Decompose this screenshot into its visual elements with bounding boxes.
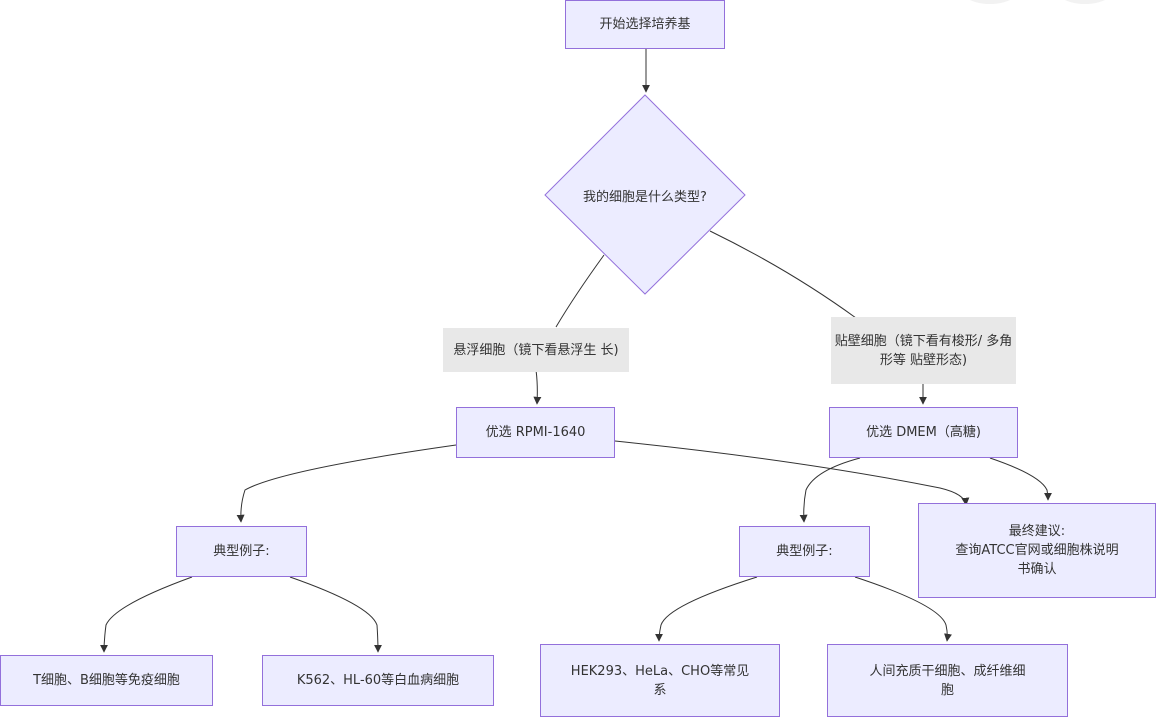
- final-advice-line3: 书确认: [1017, 562, 1057, 577]
- leaf-leukemia-label: K562、HL-60等白血病细胞: [296, 673, 460, 688]
- edge-label-suspension: 悬浮细胞（镜下看悬浮生 长): [443, 328, 629, 372]
- examples-right-node: 典型例子:: [739, 526, 870, 577]
- leaf-immune-label: T细胞、B细胞等免疫细胞: [33, 673, 180, 688]
- leaf-leukemia-node: K562、HL-60等白血病细胞: [262, 655, 494, 706]
- edge-label-adherent-line1: 贴壁细胞（镜下看有梭形/: [834, 333, 983, 349]
- edge-decision-dmem: [709, 230, 923, 404]
- start-label: 开始选择培养基: [599, 17, 691, 32]
- start-node: 开始选择培养基: [565, 0, 725, 49]
- dmem-node: 优选 DMEM（高糖): [829, 407, 1018, 458]
- edge-examples-mesen: [854, 576, 952, 642]
- corner-decoration: [955, 0, 1025, 4]
- edge-decision-rpmi: [536, 254, 605, 404]
- edge-dmem-examples: [799, 457, 861, 523]
- leaf-cell-lines-line1: HEK293、HeLa、CHO等常见: [570, 663, 750, 679]
- examples-right-label: 典型例子:: [776, 544, 833, 559]
- leaf-cell-lines-node: HEK293、HeLa、CHO等常见 系: [540, 644, 780, 717]
- edge-label-adherent-line2: 多角形等: [879, 333, 1013, 368]
- corner-decoration: [1050, 0, 1120, 4]
- edge-label-suspension-line2: 长): [600, 342, 619, 358]
- final-advice-line2: 查询ATCC官网或细胞株说明: [955, 543, 1119, 558]
- decision-label: 我的细胞是什么类型?: [583, 189, 707, 205]
- rpmi-node: 优选 RPMI-1640: [456, 407, 615, 458]
- examples-left-label: 典型例子:: [213, 544, 270, 559]
- edge-rpmi-final: [614, 440, 970, 506]
- decision-diamond: [544, 94, 746, 295]
- leaf-stem-cells-node: 人间充质干细胞、成纤维细 胞: [827, 644, 1068, 717]
- final-advice-node: 最终建议: 查询ATCC官网或细胞株说明 书确认: [918, 503, 1156, 598]
- leaf-stem-cells-line1: 人间充质干细胞、成纤维细: [869, 663, 1026, 679]
- edge-examples-tb: [100, 576, 193, 653]
- leaf-immune-node: T细胞、B细胞等免疫细胞: [0, 655, 213, 706]
- edge-label-suspension-line1: 悬浮细胞（镜下看悬浮生: [453, 342, 597, 358]
- leaf-stem-cells-line2: 胞: [940, 682, 954, 698]
- edge-label-adherent: 贴壁细胞（镜下看有梭形/ 多角形等 贴壁形态): [831, 317, 1016, 384]
- decision-node-label: 我的细胞是什么类型?: [545, 180, 745, 210]
- edge-examples-k562: [289, 576, 382, 653]
- edge-dmem-final: [989, 457, 1052, 501]
- edge-rpmi-examples: [236, 444, 457, 523]
- examples-left-node: 典型例子:: [176, 526, 307, 577]
- edge-examples-hek: [655, 576, 758, 642]
- final-advice-title: 最终建议:: [1008, 524, 1066, 539]
- leaf-cell-lines-line2: 系: [653, 682, 667, 698]
- edge-label-adherent-line3: 贴壁形态): [910, 352, 968, 368]
- rpmi-label: 优选 RPMI-1640: [485, 425, 586, 440]
- dmem-label: 优选 DMEM（高糖): [866, 425, 981, 440]
